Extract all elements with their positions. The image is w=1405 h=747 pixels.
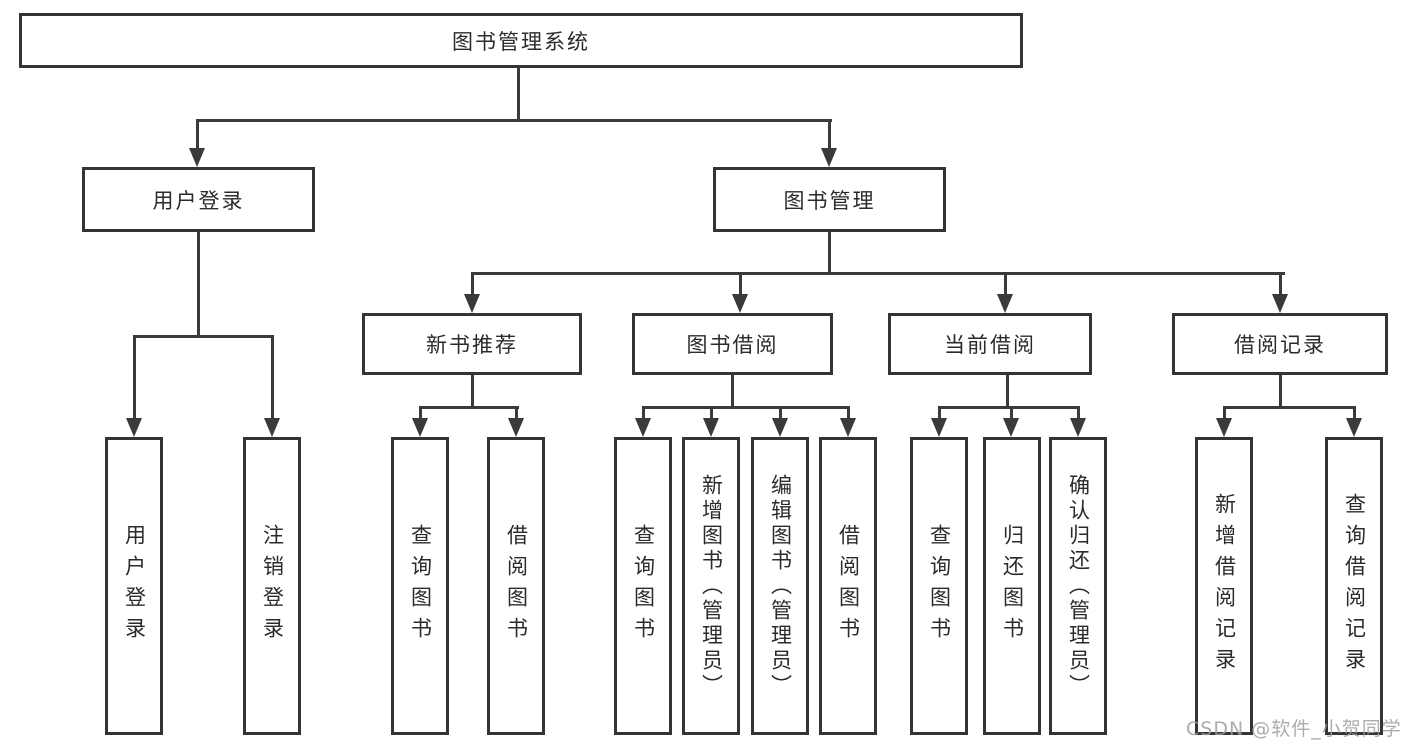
connector-root-drop-right <box>828 119 831 150</box>
leaf-newbook-borrow-books: 借阅图书 <box>487 437 545 735</box>
connector-userlogin-hbar <box>133 335 274 338</box>
connector-bookmgmt-drop-1 <box>471 272 474 297</box>
connector-currentborrow-drop-3 <box>1077 406 1080 420</box>
connector-borrowrecord-hbar <box>1223 406 1356 409</box>
connector-bookborrow-drop-2 <box>710 406 713 420</box>
arrowhead-bb-borrow <box>840 418 856 437</box>
leaf-query-borrow-record-label: 查询借阅记录 <box>1342 493 1367 679</box>
arrowhead-current-borrow <box>997 294 1013 313</box>
arrowhead-br-query <box>1346 418 1362 437</box>
node-current-borrow: 当前借阅 <box>888 313 1092 375</box>
connector-newbook-drop-1 <box>419 406 422 420</box>
node-root: 图书管理系统 <box>19 13 1023 68</box>
connector-bookborrow-stem <box>731 375 734 409</box>
arrowhead-user-login <box>189 148 205 167</box>
arrowhead-cb-return <box>1003 418 1019 437</box>
leaf-add-borrow-record-label: 新增借阅记录 <box>1212 493 1237 679</box>
connector-currentborrow-stem <box>1006 375 1009 409</box>
leaf-edit-books-admin: 编辑图书（管理员） <box>751 437 809 735</box>
arrowhead-bb-query <box>635 418 651 437</box>
arrowhead-bb-edit <box>772 418 788 437</box>
node-borrow-records-label: 借阅记录 <box>1234 333 1326 357</box>
node-book-management-label: 图书管理 <box>783 188 876 213</box>
leaf-add-books-admin-label: 新增图书（管理员） <box>699 473 724 699</box>
node-new-book-recommend: 新书推荐 <box>362 313 582 375</box>
connector-newbook-stem <box>471 375 474 409</box>
leaf-logout-label: 注销登录 <box>260 524 285 648</box>
leaf-confirm-return-admin: 确认归还（管理员） <box>1049 437 1107 735</box>
leaf-confirm-return-admin-label: 确认归还（管理员） <box>1066 473 1091 699</box>
arrowhead-cb-query <box>931 418 947 437</box>
arrowhead-bb-add <box>703 418 719 437</box>
leaf-user-login: 用户登录 <box>105 437 163 735</box>
leaf-return-books-label: 归还图书 <box>1000 524 1025 648</box>
arrowhead-new-book <box>464 294 480 313</box>
csdn-watermark: CSDN @软件_小贺同学 <box>1186 718 1402 740</box>
node-book-borrow-label: 图书借阅 <box>686 333 779 357</box>
connector-bookborrow-drop-1 <box>642 406 645 420</box>
connector-newbook-drop-2 <box>515 406 518 420</box>
leaf-query-borrow-record: 查询借阅记录 <box>1325 437 1383 735</box>
connector-userlogin-drop-1 <box>133 335 136 418</box>
arrowhead-br-add <box>1216 418 1232 437</box>
leaf-newbook-borrow-books-label: 借阅图书 <box>504 524 529 648</box>
leaf-newbook-query-books: 查询图书 <box>391 437 449 735</box>
connector-root-stem <box>517 68 520 122</box>
leaf-add-borrow-record: 新增借阅记录 <box>1195 437 1253 735</box>
connector-userlogin-drop-2 <box>271 335 274 418</box>
connector-bookborrow-drop-4 <box>847 406 850 420</box>
arrowhead-book-management <box>821 148 837 167</box>
leaf-borrow-query-books-label: 查询图书 <box>631 524 656 648</box>
leaf-borrow-borrow-books-label: 借阅图书 <box>836 524 861 648</box>
node-new-book-recommend-label: 新书推荐 <box>426 333 518 357</box>
connector-bookmgmt-stem <box>828 232 831 275</box>
connector-userlogin-stem <box>197 232 200 338</box>
leaf-current-query-books: 查询图书 <box>910 437 968 735</box>
leaf-return-books: 归还图书 <box>983 437 1041 735</box>
connector-bookborrow-hbar <box>642 406 850 409</box>
connector-bookmgmt-drop-3 <box>1004 272 1007 297</box>
leaf-borrow-borrow-books: 借阅图书 <box>819 437 877 735</box>
arrowhead-nb-query <box>412 418 428 437</box>
connector-currentborrow-drop-2 <box>1010 406 1013 420</box>
leaf-add-books-admin: 新增图书（管理员） <box>682 437 740 735</box>
node-current-borrow-label: 当前借阅 <box>944 333 1036 357</box>
node-user-login: 用户登录 <box>82 167 315 232</box>
leaf-newbook-query-books-label: 查询图书 <box>408 524 433 648</box>
connector-borrowrecord-stem <box>1279 375 1282 409</box>
node-user-login-label: 用户登录 <box>152 188 245 213</box>
connector-borrowrecord-drop-1 <box>1223 406 1226 420</box>
connector-bookmgmt-drop-4 <box>1279 272 1282 297</box>
arrowhead-nb-borrow <box>508 418 524 437</box>
node-book-borrow: 图书借阅 <box>632 313 833 375</box>
connector-currentborrow-drop-1 <box>938 406 941 420</box>
arrowhead-leaf-logout <box>264 418 280 437</box>
connector-bookborrow-drop-3 <box>779 406 782 420</box>
leaf-user-login-label: 用户登录 <box>122 524 147 648</box>
connector-root-drop-left <box>196 119 199 150</box>
leaf-current-query-books-label: 查询图书 <box>927 524 952 648</box>
arrowhead-book-borrow <box>732 294 748 313</box>
arrowhead-cb-confirm <box>1070 418 1086 437</box>
arrowhead-borrow-record <box>1272 294 1288 313</box>
arrowhead-leaf-login <box>126 418 142 437</box>
connector-root-hbar <box>196 119 832 122</box>
connector-bookmgmt-drop-2 <box>739 272 742 297</box>
node-borrow-records: 借阅记录 <box>1172 313 1388 375</box>
leaf-logout: 注销登录 <box>243 437 301 735</box>
leaf-borrow-query-books: 查询图书 <box>614 437 672 735</box>
connector-borrowrecord-drop-2 <box>1353 406 1356 420</box>
connector-currentborrow-hbar <box>938 406 1080 409</box>
node-book-management: 图书管理 <box>713 167 946 232</box>
connector-bookmgmt-hbar <box>471 272 1285 275</box>
node-root-label: 图书管理系统 <box>452 29 590 54</box>
leaf-edit-books-admin-label: 编辑图书（管理员） <box>768 473 793 699</box>
connector-newbook-hbar <box>419 406 519 409</box>
